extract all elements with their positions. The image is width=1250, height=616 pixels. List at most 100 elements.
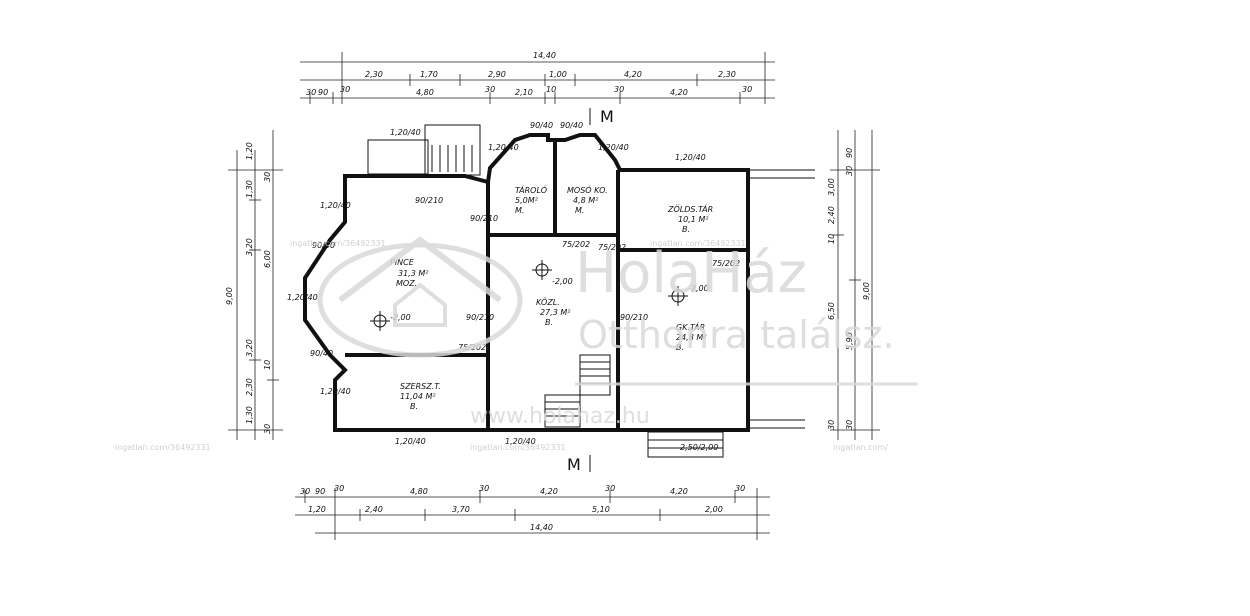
bottom-dim: 3,70 xyxy=(452,505,470,514)
bottom-dim: 30 xyxy=(300,487,310,496)
level-markers: -2,00 -2,00 -2,00 xyxy=(370,260,709,331)
room-floor-szerszt: B. xyxy=(410,402,418,411)
room-area-pince: 31,3 M² xyxy=(398,269,429,278)
left-dim: 1,20 xyxy=(245,142,254,160)
top-dimension-chain: 14,40 2,30 1,70 2,90 1,00 4,20 2,30 30 9… xyxy=(300,51,775,104)
watermark-slogan: Otthonra találsz. xyxy=(578,313,895,357)
bottom-overall-dim: 14,40 xyxy=(530,523,553,532)
section-mark-bottom: M xyxy=(567,455,581,474)
room-area-gktar: 24,8 M² xyxy=(676,333,707,342)
right-dim: 30 xyxy=(845,166,854,176)
room-name-pince: PINCE xyxy=(390,258,415,267)
bottom-dim: 90 xyxy=(315,487,325,496)
top-dim: 2,90 xyxy=(488,70,506,79)
opening-label: 1,20/40 xyxy=(287,293,318,302)
opening-label: 1,20/40 xyxy=(505,437,536,446)
opening-label: 90/210 xyxy=(466,313,494,322)
bottom-dim: 4,80 xyxy=(410,487,428,496)
right-overall-dim: 9,00 xyxy=(862,282,871,300)
top-dim: 2,10 xyxy=(515,88,533,97)
top-dim: 30 xyxy=(742,85,752,94)
level-marker-label: -2,00 xyxy=(552,277,573,286)
left-dim: 3,20 xyxy=(245,339,254,357)
right-dim: 90 xyxy=(845,148,854,158)
watermark-id: ingatlan.com/36492331 xyxy=(290,239,386,248)
top-dim: 30 xyxy=(485,85,495,94)
room-area-zoldstar: 10,1 M² xyxy=(678,215,709,224)
bottom-dim: 2,00 xyxy=(705,505,723,514)
stairs xyxy=(367,124,724,458)
room-floor-tarolo: M. xyxy=(515,206,524,215)
right-dimension-chain: 3,00 2,40 6,50 5,90 9,00 90 30 10 30 30 xyxy=(827,130,880,440)
room-name-gktar: GK.TÁR xyxy=(676,321,705,332)
room-floor-zoldstar: B. xyxy=(682,225,690,234)
left-dim: 1,30 xyxy=(245,180,254,198)
room-labels: PINCE 31,3 M² MOZ. TÁROLÓ 5,0M² M. MOSÓ … xyxy=(390,184,713,411)
watermark: HolaHáz Otthonra találsz. www.holahaz.hu… xyxy=(115,236,918,452)
room-name-szerszt: SZERSZ.T. xyxy=(400,382,441,391)
opening-label: 1,20/40 xyxy=(598,143,629,152)
top-dim: 30 xyxy=(306,88,316,97)
opening-label: 1,20/40 xyxy=(395,437,426,446)
opening-label: 90/210 xyxy=(620,313,648,322)
room-floor-pince: MOZ. xyxy=(396,279,417,288)
top-dim: 4,20 xyxy=(670,88,688,97)
opening-label: 1,20/40 xyxy=(390,128,421,137)
bottom-dim: 5,10 xyxy=(592,505,610,514)
top-dim: 4,20 xyxy=(624,70,642,79)
left-dimension-chain: 9,00 1,20 1,30 3,20 3,20 2,30 1,30 6,00 … xyxy=(225,130,283,440)
left-dim: 10 xyxy=(263,360,272,370)
right-dim: 30 xyxy=(827,420,836,430)
room-name-tarolo: TÁROLÓ xyxy=(515,184,547,195)
right-dim: 5,90 xyxy=(845,332,854,350)
opening-label: 75/202 xyxy=(598,243,626,252)
room-floor-gktar: B. xyxy=(676,343,684,352)
room-area-kozl: 27,3 M² xyxy=(540,308,571,317)
section-marks: M M xyxy=(567,107,614,474)
right-dim: 10 xyxy=(827,234,836,244)
bottom-dim: 30 xyxy=(735,484,745,493)
top-dim: 30 xyxy=(614,85,624,94)
room-name-zoldstar: ZÖLDS.TÁR xyxy=(667,203,713,214)
opening-label: 1,20/40 xyxy=(675,153,706,162)
room-name-moso: MOSÓ KO. xyxy=(567,184,608,195)
left-dim: 30 xyxy=(263,424,272,434)
top-dim: 30 xyxy=(340,85,350,94)
room-area-tarolo: 5,0M² xyxy=(515,196,539,205)
watermark-id: ingatlan.com/36492331 xyxy=(470,443,566,452)
bottom-dim: 1,20 xyxy=(308,505,326,514)
opening-label: 2,50/2,00 xyxy=(680,443,718,452)
bottom-dim: 4,20 xyxy=(670,487,688,496)
watermark-id: ingatlan.com/36492331 xyxy=(115,443,211,452)
right-dim: 3,00 xyxy=(827,178,836,196)
section-mark-top: M xyxy=(600,107,614,126)
walls xyxy=(303,133,815,432)
opening-label: 1,20/40 xyxy=(488,143,519,152)
opening-label: 90/40 xyxy=(310,349,333,358)
room-area-moso: 4,8 M² xyxy=(573,196,599,205)
top-dim: 90 xyxy=(318,88,328,97)
bottom-dim: 30 xyxy=(605,484,615,493)
bottom-dimension-chain: 30 90 30 4,80 30 4,20 30 4,20 30 1,20 2,… xyxy=(295,484,770,540)
opening-label: 90/40 xyxy=(312,241,335,250)
top-dim: 1,00 xyxy=(549,70,567,79)
house-logo-icon xyxy=(317,236,523,358)
bottom-dim: 30 xyxy=(334,484,344,493)
watermark-url: www.holahaz.hu xyxy=(470,404,650,429)
watermark-id: ingatlan.com/ xyxy=(833,443,888,452)
bottom-dim: 30 xyxy=(479,484,489,493)
left-dim: 1,30 xyxy=(245,406,254,424)
room-name-kozl: KÖZL. xyxy=(536,297,560,307)
top-overall-dim: 14,40 xyxy=(533,51,556,60)
opening-label: 90/40 xyxy=(560,121,583,130)
top-dim: 1,70 xyxy=(420,70,438,79)
opening-label: 90/210 xyxy=(415,196,443,205)
left-dim: 3,20 xyxy=(245,238,254,256)
left-overall-dim: 9,00 xyxy=(225,287,234,305)
bottom-dim: 2,40 xyxy=(365,505,383,514)
right-dim: 6,50 xyxy=(827,302,836,320)
right-dim: 30 xyxy=(845,420,854,430)
left-dim: 2,30 xyxy=(245,378,254,396)
left-dim: 6,00 xyxy=(263,250,272,268)
